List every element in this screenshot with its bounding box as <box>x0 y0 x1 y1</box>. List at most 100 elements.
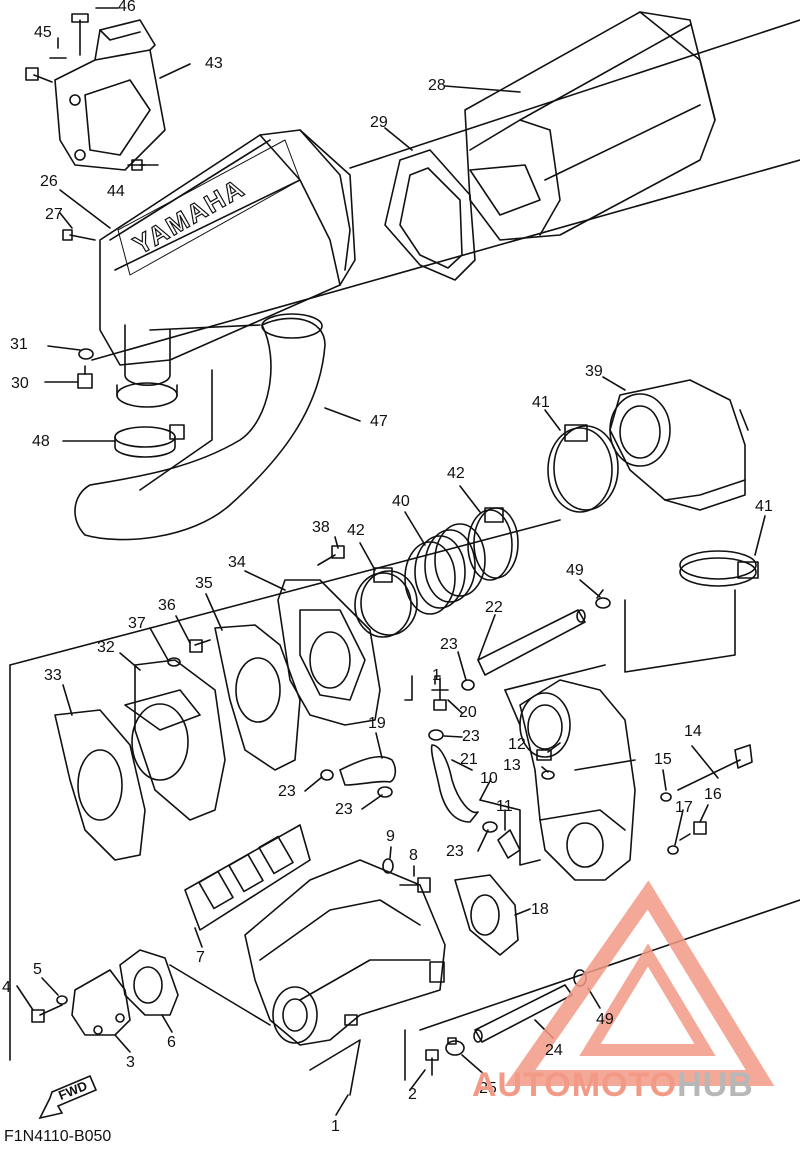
resonator-28 <box>464 11 716 241</box>
label-33: 33 <box>44 667 62 684</box>
label-1-small: 1 <box>432 667 441 684</box>
label-32: 32 <box>97 639 115 656</box>
watermark-part1: AUTOMOTO <box>472 1066 678 1104</box>
label-26: 26 <box>40 173 58 190</box>
bolt-46 <box>71 13 89 56</box>
label-24: 24 <box>545 1042 563 1059</box>
gasket-6 <box>119 949 179 1016</box>
gasket-35 <box>214 624 301 771</box>
label-46: 46 <box>118 0 136 15</box>
label-38: 38 <box>312 519 330 536</box>
clamp-41-top <box>547 424 619 513</box>
label-41-right: 41 <box>755 498 773 515</box>
label-23-a: 23 <box>440 636 458 653</box>
clip-23-b <box>428 729 444 741</box>
gasket-29 <box>384 149 476 281</box>
label-36: 36 <box>158 597 176 614</box>
label-30: 30 <box>11 375 29 392</box>
bolt-38 <box>317 545 345 566</box>
label-10: 10 <box>480 770 498 787</box>
clamp-25 <box>445 1037 465 1056</box>
label-17: 17 <box>675 799 693 816</box>
group-line-mid <box>91 159 800 361</box>
watermark-logo-icon <box>504 880 775 1086</box>
clip-23-c <box>320 769 334 781</box>
label-8: 8 <box>409 847 418 864</box>
bolt-45 <box>25 67 53 83</box>
label-19: 19 <box>368 715 386 732</box>
hose-21 <box>430 744 479 823</box>
screw-27 <box>62 229 96 241</box>
washer-17 <box>667 845 679 855</box>
label-45: 45 <box>34 24 52 41</box>
hose-47 <box>74 313 326 541</box>
bolt-16 <box>679 821 707 841</box>
label-6: 6 <box>167 1034 176 1051</box>
label-27: 27 <box>45 206 63 223</box>
label-18: 18 <box>531 901 549 918</box>
gasket-33 <box>54 709 146 861</box>
clamp-42-upper <box>467 507 519 581</box>
bolt-4 <box>31 1004 63 1023</box>
label-5: 5 <box>33 961 42 978</box>
bolt-36 <box>189 639 211 653</box>
water-jacket-34 <box>277 579 381 726</box>
bolt-30 <box>77 365 93 389</box>
label-2: 2 <box>408 1086 417 1103</box>
label-37: 37 <box>128 615 146 632</box>
label-4: 4 <box>2 979 11 996</box>
group-line-bottom <box>419 899 800 1031</box>
label-47: 47 <box>370 413 388 430</box>
label-29: 29 <box>370 114 388 131</box>
gasket-18 <box>454 874 519 956</box>
label-9: 9 <box>386 828 395 845</box>
cap-12 <box>536 749 552 761</box>
bolt-8 <box>399 877 431 893</box>
bellows-40 <box>404 523 486 615</box>
clip-23-e <box>482 821 498 833</box>
washer-31 <box>78 348 94 360</box>
watermark: AUTOMOTOHUB <box>472 1066 754 1105</box>
label-49-upper: 49 <box>566 562 584 579</box>
yamaha-emboss: YAMAHA <box>128 172 250 260</box>
label-13: 13 <box>503 757 521 774</box>
label-25: 25 <box>479 1080 497 1097</box>
label-16: 16 <box>704 786 722 803</box>
label-7: 7 <box>196 949 205 966</box>
label-14: 14 <box>684 723 702 740</box>
clamp-48 <box>114 424 185 458</box>
diagram-code: F1N4110-B050 <box>4 1128 112 1145</box>
label-23-c: 23 <box>278 783 296 800</box>
bracket-43 <box>54 19 166 171</box>
label-20: 20 <box>459 704 477 721</box>
label-39: 39 <box>585 363 603 380</box>
fwd-arrow-icon <box>38 1074 98 1120</box>
washer-37 <box>167 657 181 667</box>
washer-5 <box>56 995 68 1005</box>
label-42-lower: 42 <box>347 522 365 539</box>
label-41-top: 41 <box>532 394 550 411</box>
label-28: 28 <box>428 77 446 94</box>
bolt-14 <box>677 744 753 791</box>
clamp-42-lower <box>354 567 418 638</box>
label-49-lower: 49 <box>596 1011 614 1028</box>
hose-19 <box>339 755 397 786</box>
flange-32 <box>124 659 226 821</box>
label-1: 1 <box>331 1118 340 1135</box>
label-44: 44 <box>107 183 125 200</box>
washer-9 <box>382 858 394 874</box>
fitting-11 <box>497 829 521 859</box>
label-12: 12 <box>508 736 526 753</box>
label-23-b: 23 <box>462 728 480 745</box>
label-40: 40 <box>392 493 410 510</box>
muffler-26 <box>99 129 356 408</box>
label-31: 31 <box>10 336 28 353</box>
manifold-1 <box>244 859 446 1046</box>
label-43: 43 <box>205 55 223 72</box>
label-23-e: 23 <box>446 843 464 860</box>
label-21: 21 <box>460 751 478 768</box>
label-34: 34 <box>228 554 246 571</box>
clip-23-d <box>377 786 393 798</box>
